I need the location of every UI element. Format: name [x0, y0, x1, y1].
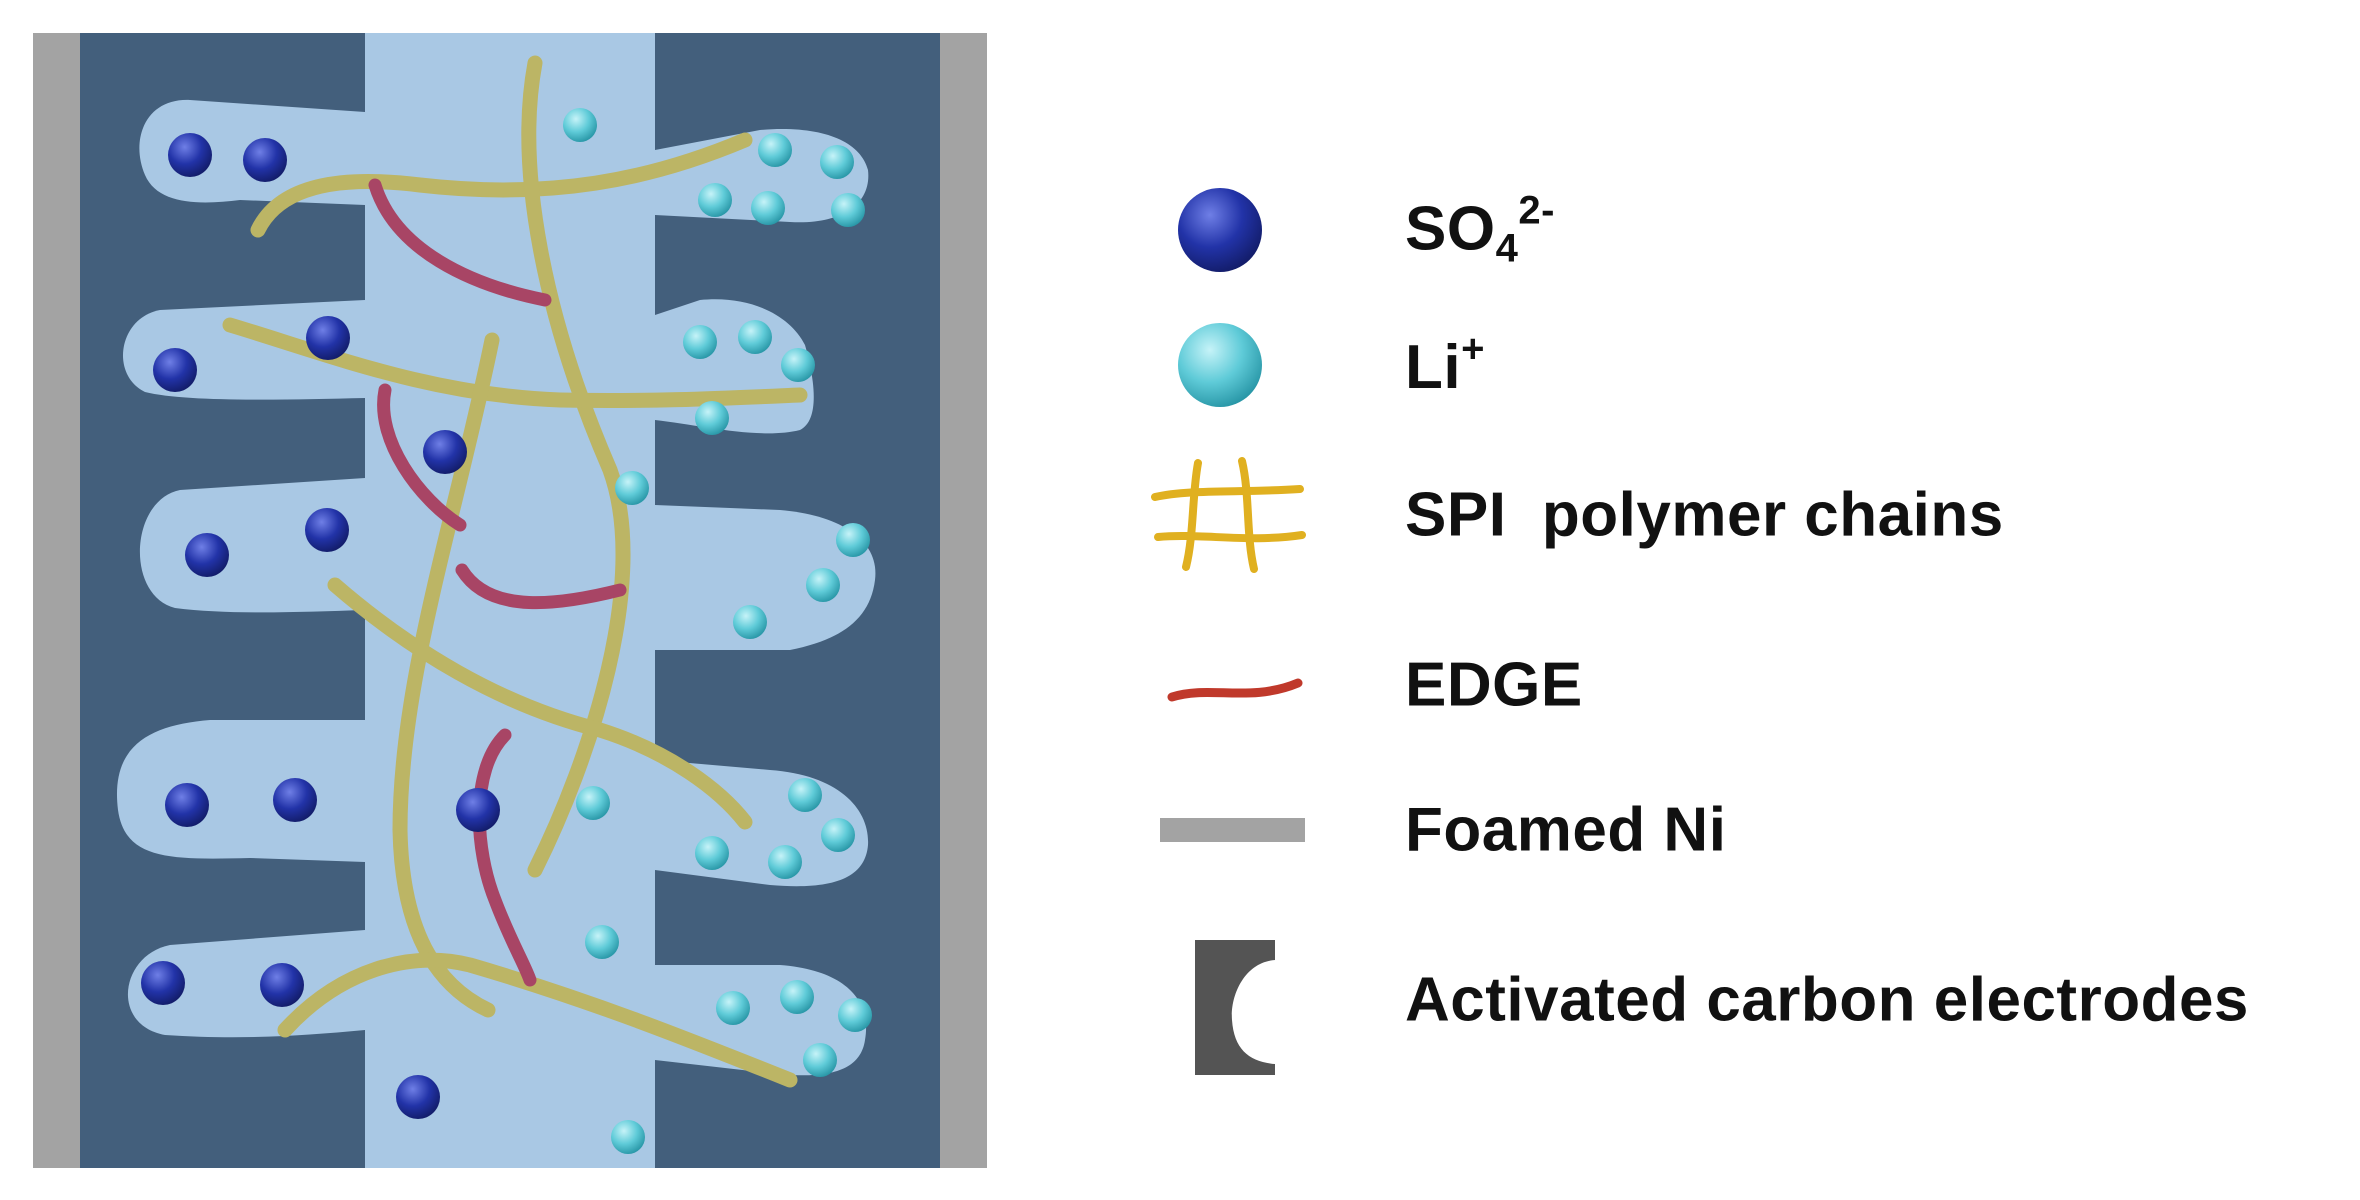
li-ion: [733, 605, 767, 639]
foamed-ni-right: [940, 33, 987, 1168]
spi-chain: [521, 55, 631, 878]
li-ion: [780, 980, 814, 1014]
legend-row-spi: SPI polymer chains: [1120, 455, 2340, 575]
edge-crosslinkers: [368, 178, 627, 987]
so4-ions: [141, 133, 500, 1119]
li-ion: [836, 523, 870, 557]
so4-ion: [243, 138, 287, 182]
li-ion: [716, 991, 750, 1025]
legend-label-spi: SPI polymer chains: [1405, 480, 2004, 550]
legend-label-foamed-ni: Foamed Ni: [1405, 795, 1727, 865]
li-ion: [698, 183, 732, 217]
legend-label-edge: EDGE: [1405, 650, 1583, 720]
foamed-ni-left: [33, 33, 80, 1168]
so4-ion: [141, 961, 185, 1005]
so4-ion: [305, 508, 349, 552]
li-ion: [611, 1120, 645, 1154]
legend-label-li: Li+: [1405, 327, 1485, 402]
edge-chain: [377, 383, 467, 532]
cyan-sphere-icon: [1178, 323, 1262, 407]
spi-chain: [327, 577, 753, 830]
yellow-crosshatch-icon: [1151, 457, 1306, 573]
so4-ion: [423, 430, 467, 474]
legend: SO42- Li+ SPI polymer chains: [1120, 150, 2340, 1100]
gray-bar-icon: [1160, 818, 1305, 842]
li-ion: [803, 1043, 837, 1077]
supercapacitor-schematic: [33, 33, 987, 1168]
li-ion: [683, 325, 717, 359]
so4-ion: [273, 778, 317, 822]
li-ion: [615, 471, 649, 505]
so4-ion: [456, 788, 500, 832]
edge-chain: [368, 178, 552, 307]
red-curve-icon: [1167, 678, 1303, 702]
li-ion: [563, 108, 597, 142]
so4-ion: [165, 783, 209, 827]
li-ion: [820, 145, 854, 179]
so4-ion: [306, 316, 350, 360]
li-ion: [806, 568, 840, 602]
so4-ion: [153, 348, 197, 392]
li-ion: [831, 193, 865, 227]
bracket-shape-icon: [1195, 940, 1275, 1075]
spi-chain: [277, 952, 798, 1088]
edge-chain: [455, 563, 627, 610]
legend-label-electrode: Activated carbon electrodes: [1405, 965, 2249, 1035]
li-ion: [758, 133, 792, 167]
legend-label-so4: SO42-: [1405, 188, 1555, 271]
li-ion: [768, 845, 802, 879]
spi-chain: [250, 132, 753, 238]
legend-row-li: Li+: [1120, 305, 2340, 425]
so4-ion: [185, 533, 229, 577]
li-ion: [695, 836, 729, 870]
li-ion: [838, 998, 872, 1032]
li-ion: [781, 348, 815, 382]
legend-row-so4: SO42-: [1120, 170, 2340, 290]
so4-ion: [396, 1075, 440, 1119]
edge-chain: [472, 728, 537, 987]
li-ion: [576, 786, 610, 820]
li-ion: [821, 818, 855, 852]
li-ions: [563, 108, 872, 1154]
dark-blue-sphere-icon: [1178, 188, 1262, 272]
so4-ion: [168, 133, 212, 177]
li-ion: [585, 925, 619, 959]
legend-row-foamed-ni: Foamed Ni: [1120, 770, 2340, 890]
so4-ion: [260, 963, 304, 1007]
li-ion: [788, 778, 822, 812]
legend-row-edge: EDGE: [1120, 625, 2340, 745]
li-ion: [695, 401, 729, 435]
spi-polymer-chains: [222, 55, 808, 1088]
legend-row-electrode: Activated carbon electrodes: [1120, 940, 2340, 1075]
li-ion: [751, 191, 785, 225]
li-ion: [738, 320, 772, 354]
